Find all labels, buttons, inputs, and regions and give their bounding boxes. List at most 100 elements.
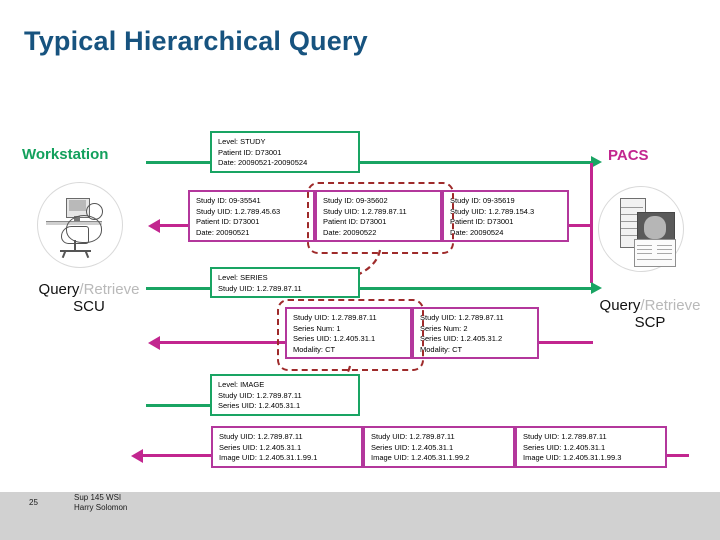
image-response-arrowhead bbox=[131, 449, 143, 463]
pacs-chest-xray-shape bbox=[644, 216, 666, 239]
workstation-screen-shape bbox=[68, 200, 86, 211]
study-response-1-line-2: Study UID: 1.2.789.45.63 bbox=[196, 206, 281, 216]
image-response-1-line-2: Series UID: 1.2.405.31.1 bbox=[219, 442, 302, 452]
pacs-cabinet-line-4 bbox=[621, 228, 643, 229]
study-response-2-line-1: Study ID: 09-35602 bbox=[323, 196, 388, 205]
pacs-report-line-2 bbox=[637, 249, 652, 250]
workstation-person-body-shape bbox=[66, 215, 102, 243]
pacs-label: PACS bbox=[608, 147, 649, 164]
image-response-2-line-2: Series UID: 1.2.405.31.1 bbox=[371, 442, 454, 452]
footer-band bbox=[0, 492, 720, 540]
pacs-report-line-4 bbox=[657, 245, 672, 246]
pacs-cabinet-line-3 bbox=[621, 221, 643, 222]
image-response-1-line-1: Study UID: 1.2.789.87.11 bbox=[219, 432, 303, 441]
study-response-3-line-3: Patient ID: D73001 bbox=[450, 217, 514, 226]
scu-role-secondary: /Retrieve bbox=[79, 281, 140, 298]
study-response-box-3: Study ID: 09-35619 Study UID: 1.2.789.15… bbox=[442, 190, 569, 242]
series-response-1-line-4: Modality: CT bbox=[293, 344, 336, 354]
study-response-1-line-3: Patient ID: D73001 bbox=[196, 217, 260, 226]
workstation-chair-base-shape bbox=[60, 250, 91, 252]
scp-role-secondary: /Retrieve bbox=[640, 297, 701, 314]
scu-role-label: Query/Retrieve SCU bbox=[24, 281, 154, 315]
image-response-3-line-3: Image UID: 1.2.405.31.1.99.3 bbox=[523, 453, 622, 462]
series-query-line-left bbox=[146, 287, 210, 290]
image-response-2-line-1: Study UID: 1.2.789.87.11 bbox=[371, 432, 455, 441]
footer-line-1: Sup 145 WSI bbox=[74, 493, 122, 502]
image-query-line-3: Series UID: 1.2.405.31.1 bbox=[218, 401, 301, 410]
series-level-query-box: Level: SERIES Study UID: 1.2.789.87.11 bbox=[210, 267, 360, 298]
selected-study-highlight bbox=[307, 182, 454, 254]
pacs-report-line-3 bbox=[637, 253, 652, 254]
image-query-line-1: Level: IMAGE bbox=[218, 380, 265, 389]
series-query-line-right bbox=[360, 287, 591, 290]
study-query-line-left bbox=[146, 161, 210, 164]
series-response-2-line-3: Series UID: 1.2.405.31.2 bbox=[420, 334, 503, 343]
study-query-line-2: Patient ID: D73001 bbox=[218, 147, 282, 157]
pacs-cabinet-line-5 bbox=[621, 235, 643, 236]
scu-role-suffix: SCU bbox=[73, 298, 105, 315]
study-query-line-1: Level: STUDY bbox=[218, 137, 266, 146]
pacs-cabinet-line-1 bbox=[621, 207, 643, 208]
workstation-person-head-shape bbox=[86, 203, 103, 220]
series-query-arrowhead bbox=[591, 282, 602, 294]
image-query-line-left bbox=[146, 404, 210, 407]
workstation-chair-pole-shape bbox=[74, 240, 76, 252]
image-response-line-right bbox=[667, 454, 689, 457]
scp-role-primary: Query bbox=[599, 297, 641, 314]
series-response-1-line-1: Study UID: 1.2.789.87.11 bbox=[293, 313, 377, 322]
image-response-line-left bbox=[143, 454, 211, 457]
study-response-1-line-1: Study ID: 09-35541 bbox=[196, 196, 261, 205]
series-response-box-1: Study UID: 1.2.789.87.11 Series Num: 1 S… bbox=[285, 307, 412, 359]
series-response-line-left bbox=[160, 341, 285, 344]
study-response-line-left bbox=[160, 224, 188, 227]
image-response-1-line-3: Image UID: 1.2.405.31.1.99.1 bbox=[219, 453, 318, 462]
study-response-2-line-2: Study UID: 1.2.789.87.11 bbox=[323, 206, 407, 216]
scp-role-label: Query/Retrieve SCP bbox=[585, 297, 715, 331]
study-query-line-3: Date: 20090521-20090524 bbox=[218, 158, 308, 167]
image-response-box-1: Study UID: 1.2.789.87.11 Series UID: 1.2… bbox=[211, 426, 363, 468]
series-response-line-right bbox=[539, 341, 593, 344]
image-level-query-box: Level: IMAGE Study UID: 1.2.789.87.11 Se… bbox=[210, 374, 360, 416]
pacs-report-line-5 bbox=[657, 249, 672, 250]
series-response-2-line-2: Series Num: 2 bbox=[420, 323, 468, 333]
series-response-box-2: Study UID: 1.2.789.87.11 Series Num: 2 S… bbox=[412, 307, 539, 359]
series-response-1-line-2: Series Num: 1 bbox=[293, 323, 341, 333]
series-query-line-1: Level: SERIES bbox=[218, 273, 268, 282]
page-title: Typical Hierarchical Query bbox=[24, 26, 368, 56]
workstation-label: Workstation bbox=[22, 146, 109, 163]
study-response-line-right bbox=[569, 224, 593, 227]
study-response-2-line-4: Date: 20090522 bbox=[323, 227, 377, 237]
pacs-report-line-1 bbox=[637, 245, 652, 246]
image-response-3-line-1: Study UID: 1.2.789.87.11 bbox=[523, 432, 607, 441]
study-response-3-line-2: Study UID: 1.2.789.154.3 bbox=[450, 206, 535, 216]
image-query-line-2: Study UID: 1.2.789.87.11 bbox=[218, 390, 302, 400]
selected-series-highlight bbox=[277, 299, 424, 371]
study-response-1-line-4: Date: 20090521 bbox=[196, 227, 250, 237]
study-query-line-right bbox=[360, 161, 591, 164]
image-response-box-3: Study UID: 1.2.789.87.11 Series UID: 1.2… bbox=[515, 426, 667, 468]
study-response-bus-vertical bbox=[590, 163, 593, 283]
study-response-arrowhead bbox=[148, 219, 160, 233]
study-level-query-box: Level: STUDY Patient ID: D73001 Date: 20… bbox=[210, 131, 360, 173]
series-query-line-2: Study UID: 1.2.789.87.11 bbox=[218, 283, 302, 293]
series-response-1-line-3: Series UID: 1.2.405.31.1 bbox=[293, 334, 376, 343]
image-response-3-line-2: Series UID: 1.2.405.31.1 bbox=[523, 442, 606, 452]
image-response-2-line-3: Image UID: 1.2.405.31.1.99.2 bbox=[371, 453, 470, 462]
footer-line-2: Harry Solomon bbox=[74, 503, 128, 512]
pacs-cabinet-line-2 bbox=[621, 214, 643, 215]
study-query-arrowhead bbox=[591, 156, 602, 168]
pacs-report-line-6 bbox=[657, 253, 672, 254]
series-response-2-line-4: Modality: CT bbox=[420, 344, 463, 354]
series-response-2-line-1: Study UID: 1.2.789.87.11 bbox=[420, 313, 504, 322]
series-response-arrowhead bbox=[148, 336, 160, 350]
study-response-box-1: Study ID: 09-35541 Study UID: 1.2.789.45… bbox=[188, 190, 315, 242]
scu-role-primary: Query bbox=[38, 281, 80, 298]
study-response-2-line-3: Patient ID: D73001 bbox=[323, 217, 387, 226]
scp-role-suffix: SCP bbox=[634, 314, 666, 331]
study-response-3-line-1: Study ID: 09-35619 bbox=[450, 196, 515, 205]
study-response-3-line-4: Date: 20090524 bbox=[450, 227, 504, 237]
study-response-box-2: Study ID: 09-35602 Study UID: 1.2.789.87… bbox=[315, 190, 442, 242]
image-response-box-2: Study UID: 1.2.789.87.11 Series UID: 1.2… bbox=[363, 426, 515, 468]
footer-text: Sup 145 WSI Harry Solomon bbox=[74, 493, 127, 513]
